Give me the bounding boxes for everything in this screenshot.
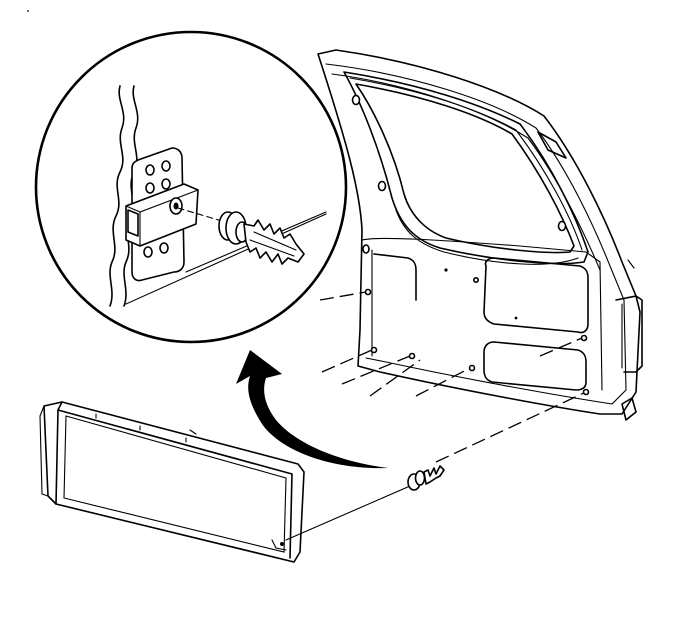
stray-mark [27,10,29,12]
fastener-alignment-lines [319,288,590,463]
detail-inset-retainer [218,211,305,265]
detail-inset [34,30,348,344]
curved-direction-arrow [236,350,388,469]
push-pin-retainer [285,465,445,541]
liftgate-door [317,49,643,421]
trim-panel [39,401,305,563]
detail-inset-bracket [125,147,199,282]
